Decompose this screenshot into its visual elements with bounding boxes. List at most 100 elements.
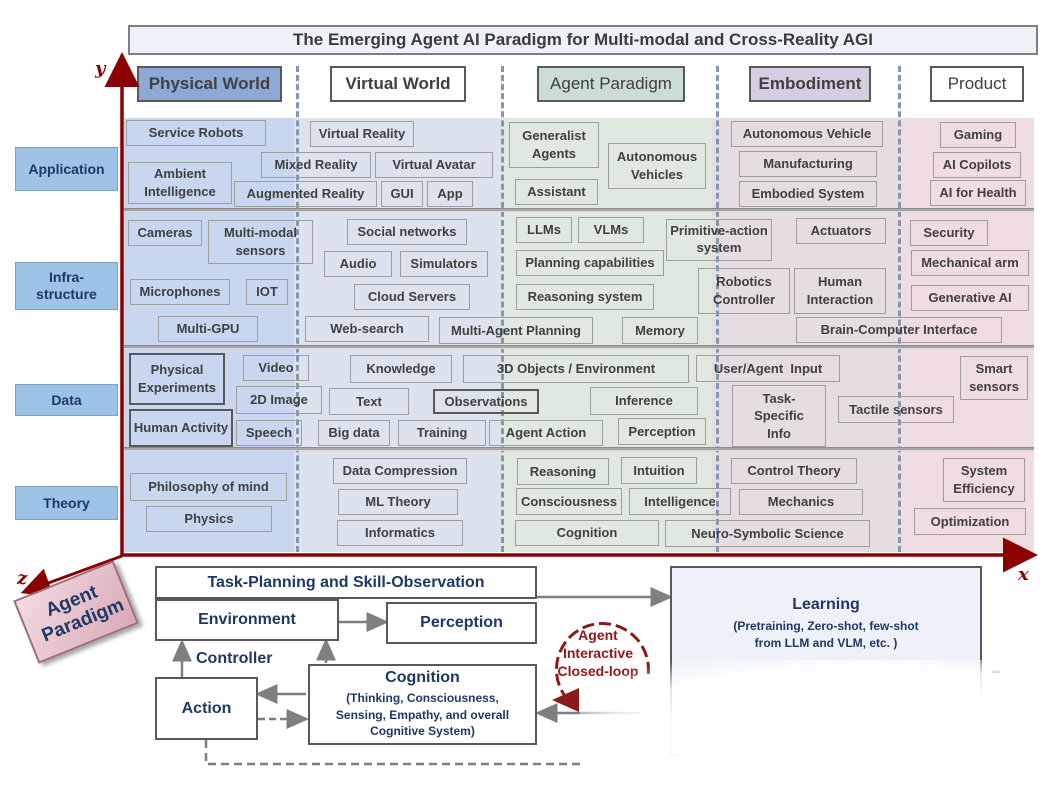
row-label-theory: Theory bbox=[15, 486, 118, 520]
smart-sensors-box: Smart sensors bbox=[960, 356, 1028, 400]
cognition-paradigm-box: Cognition (Thinking, Consciousness, Sens… bbox=[308, 664, 537, 745]
physical-region bbox=[124, 118, 294, 552]
ambient-intelligence-label: Ambient Intelligence bbox=[144, 166, 216, 199]
robotics-controller-box: Robotics Controller bbox=[698, 268, 790, 314]
system-efficiency-box: System Efficiency bbox=[943, 458, 1025, 502]
web-search-box: Web-search bbox=[305, 316, 429, 342]
row-divider bbox=[124, 447, 1034, 451]
column-header-embodiment: Embodiment bbox=[749, 66, 871, 102]
human-interaction-label: Human Interaction bbox=[806, 274, 874, 307]
reasoning-system-box: Reasoning system bbox=[516, 284, 654, 310]
gaming-box: Gaming bbox=[940, 122, 1016, 148]
app-box: App bbox=[427, 181, 473, 207]
environment-box: Environment bbox=[155, 599, 339, 641]
perception-paradigm-box: Perception bbox=[386, 602, 537, 644]
row-divider bbox=[124, 208, 1034, 212]
multimodal-sensors-box: Multi-modal sensors bbox=[208, 220, 313, 264]
physics-box: Physics bbox=[146, 506, 272, 532]
autonomous-vehicles-label: Autonomous Vehicles bbox=[616, 149, 698, 182]
2d-image-box: 2D Image bbox=[236, 386, 322, 414]
column-header-physical: Physical World bbox=[137, 66, 282, 102]
column-divider bbox=[716, 66, 719, 552]
security-box: Security bbox=[910, 220, 988, 246]
mechanical-arm-box: Mechanical arm bbox=[911, 250, 1029, 276]
generative-ai-box: Generative AI bbox=[911, 285, 1029, 311]
informatics-box: Informatics bbox=[337, 520, 463, 546]
cloud-servers-box: Cloud Servers bbox=[354, 284, 470, 310]
ai-copilots-box: AI Copilots bbox=[933, 152, 1021, 178]
column-header-virtual: Virtual World bbox=[330, 66, 466, 102]
intelligence-box: Intelligence bbox=[629, 488, 731, 515]
reasoning-box: Reasoning bbox=[517, 458, 609, 485]
agent-paradigm-badge-label: Agent Paradigm bbox=[38, 581, 128, 647]
text-box: Text bbox=[329, 388, 409, 415]
learning-title: Learning bbox=[792, 596, 860, 613]
llms-box: LLMs bbox=[516, 217, 572, 243]
audio-box: Audio bbox=[324, 251, 392, 277]
user-agent-input-box: User/Agent Input bbox=[696, 355, 840, 382]
brain-computer-interface-box: Brain-Computer Interface bbox=[796, 317, 1002, 343]
vlms-box: VLMs bbox=[578, 217, 644, 243]
task-specific-info-label: Task-Specific Info bbox=[754, 390, 804, 441]
actuators-box: Actuators bbox=[796, 218, 886, 244]
control-theory-box: Control Theory bbox=[731, 458, 857, 484]
observations-box: Observations bbox=[433, 389, 539, 414]
row-label-infrastructure: Infra- structure bbox=[15, 262, 118, 310]
human-interaction-box: Human Interaction bbox=[794, 268, 886, 314]
multi-agent-planning-box: Multi-Agent Planning bbox=[439, 317, 593, 344]
tactile-sensors-box: Tactile sensors bbox=[838, 396, 954, 423]
primitive-action-system-label: Primitive-action system bbox=[670, 223, 768, 255]
generalist-agents-box: Generalist Agents bbox=[509, 122, 599, 168]
task-specific-info-box: Task-Specific Info bbox=[732, 385, 826, 447]
cognition-detail: (Thinking, Consciousness, Sensing, Empat… bbox=[335, 690, 510, 739]
human-activity-label: Human Activity bbox=[133, 419, 229, 435]
learning-detail: (Pretraining, Zero-shot, few-shot from L… bbox=[733, 619, 919, 650]
memory-box: Memory bbox=[622, 317, 698, 344]
ambient-intelligence-box: Ambient Intelligence bbox=[128, 162, 232, 204]
augmented-reality-box: Augmented Reality bbox=[234, 181, 377, 207]
agent-paradigm-badge: Agent Paradigm bbox=[13, 560, 139, 664]
training-box: Training bbox=[398, 420, 486, 446]
physical-experiments-label: Physical Experiments bbox=[137, 362, 217, 395]
robotics-controller-label: Robotics Controller bbox=[712, 274, 776, 307]
virtual-reality-box: Virtual Reality bbox=[310, 121, 414, 147]
speech-box: Speech bbox=[236, 420, 302, 446]
autonomous-vehicle-box: Autonomous Vehicle bbox=[731, 121, 883, 147]
optimization-box: Optimization bbox=[914, 508, 1026, 535]
simulators-box: Simulators bbox=[400, 251, 488, 277]
microphones-box: Microphones bbox=[130, 279, 230, 305]
virtual-region bbox=[294, 118, 500, 552]
agent-action-box: Agent Action bbox=[489, 420, 603, 446]
task-planning-box: Task-Planning and Skill-Observation bbox=[155, 566, 537, 599]
z-axis-label: z bbox=[17, 568, 28, 589]
ml-theory-box: ML Theory bbox=[338, 489, 458, 515]
assistant-box: Assistant bbox=[515, 179, 598, 205]
intuition-box: Intuition bbox=[621, 457, 697, 484]
white-fade-overlay bbox=[580, 660, 1058, 789]
autonomous-vehicles-box: Autonomous Vehicles bbox=[608, 143, 706, 189]
multimodal-sensors-label: Multi-modal sensors bbox=[224, 225, 297, 258]
embodied-system-box: Embodied System bbox=[739, 181, 877, 207]
social-networks-box: Social networks bbox=[347, 219, 467, 245]
planning-capabilities-box: Planning capabilities bbox=[516, 250, 664, 276]
primitive-action-system-box: Primitive-action system bbox=[666, 219, 772, 261]
cognition-box: Cognition bbox=[515, 520, 659, 546]
physical-experiments-box: Physical Experiments bbox=[129, 353, 225, 405]
product-region bbox=[900, 118, 1034, 552]
perception-box: Perception bbox=[618, 418, 706, 445]
gui-box: GUI bbox=[381, 181, 423, 207]
embodiment-region bbox=[712, 118, 900, 552]
smart-sensors-label: Smart sensors bbox=[969, 361, 1019, 394]
data-compression-box: Data Compression bbox=[333, 458, 467, 484]
manufacturing-box: Manufacturing bbox=[739, 151, 877, 177]
neuro-symbolic-science-box: Neuro-Symbolic Science bbox=[665, 520, 870, 547]
mixed-reality-box: Mixed Reality bbox=[261, 152, 371, 178]
knowledge-box: Knowledge bbox=[350, 355, 452, 383]
row-label-data: Data bbox=[15, 384, 118, 416]
column-divider bbox=[501, 66, 504, 552]
multi-gpu-box: Multi-GPU bbox=[158, 316, 258, 342]
human-activity-box: Human Activity bbox=[129, 409, 233, 447]
big-data-box: Big data bbox=[318, 420, 390, 446]
column-divider bbox=[898, 66, 901, 552]
mechanics-box: Mechanics bbox=[739, 489, 863, 515]
